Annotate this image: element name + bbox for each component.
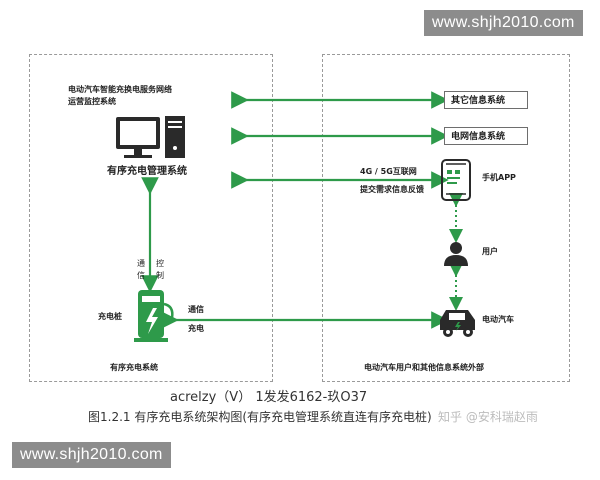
right-panel-footer: 电动汽车用户和其他信息系统外部 bbox=[364, 363, 484, 372]
charger-pile-icon bbox=[134, 290, 174, 342]
caption-line2: 图1.2.1 有序充电系统架构图(有序充电管理系统直连有序充电桩) bbox=[88, 410, 432, 424]
control-vertical-label: 控制 bbox=[156, 259, 164, 280]
ev-label: 电动汽车 bbox=[482, 315, 514, 324]
app-label: 手机APP bbox=[482, 173, 516, 182]
ev-car-icon bbox=[440, 310, 475, 337]
computer-icon bbox=[116, 116, 185, 158]
monitoring-system-label-line1: 电动汽车智能充换电服务网络 bbox=[68, 85, 172, 94]
user-label: 用户 bbox=[482, 247, 498, 256]
monitoring-system-label-line2: 运营监控系统 bbox=[68, 97, 116, 106]
link-label-comm: 通信 bbox=[188, 305, 204, 314]
watermark-bottom: www.shjh2010.com bbox=[12, 442, 171, 468]
link-label-charge: 充电 bbox=[188, 324, 204, 333]
caption-line1: acrelzy（V） 1发发6162-玖O37 bbox=[170, 390, 368, 405]
left-panel-footer: 有序充电系统 bbox=[110, 363, 158, 372]
other-info-system-box: 其它信息系统 bbox=[444, 91, 528, 109]
watermark-top: www.shjh2010.com bbox=[424, 10, 583, 36]
zhihu-watermark: 知乎 @安科瑞赵雨 bbox=[438, 410, 538, 424]
charger-label: 充电桩 bbox=[98, 312, 122, 321]
comm-vertical-label: 通信 bbox=[137, 259, 145, 280]
feedback-label: 提交需求信息反馈 bbox=[360, 185, 424, 194]
grid-info-system-box: 电网信息系统 bbox=[444, 127, 528, 145]
network-label: 4G / 5G互联网 bbox=[360, 167, 417, 176]
management-system-label: 有序充电管理系统 bbox=[107, 166, 187, 177]
user-icon bbox=[444, 242, 468, 266]
phone-icon bbox=[441, 159, 471, 201]
